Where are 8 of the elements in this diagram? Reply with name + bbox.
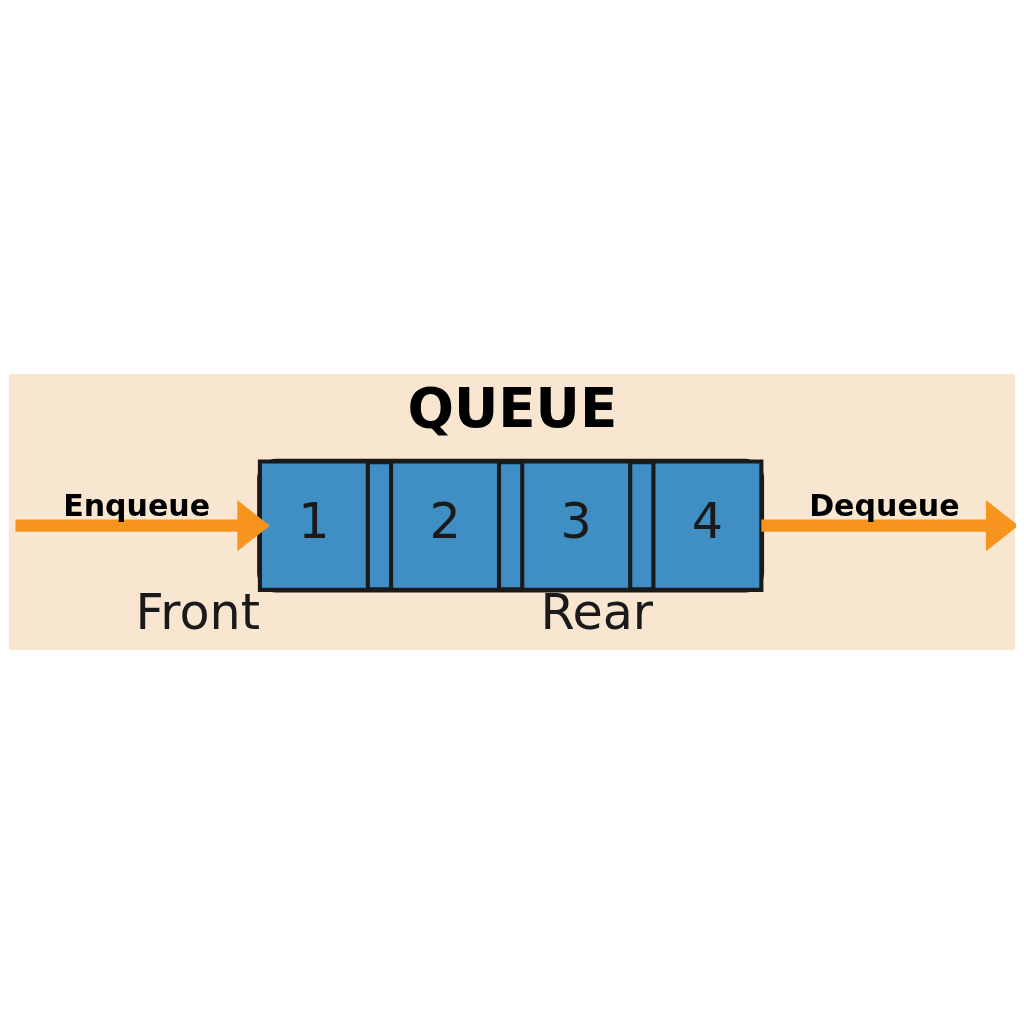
node-box: 1 bbox=[257, 459, 370, 592]
node-label: Front bbox=[135, 583, 260, 642]
diagram-title: QUEUE bbox=[407, 376, 618, 441]
arrow bbox=[761, 500, 1016, 552]
node-box: 4 bbox=[651, 459, 764, 592]
edge-label: Enqueue bbox=[63, 487, 211, 523]
edge-label: Dequeue bbox=[809, 487, 960, 523]
arrow bbox=[15, 500, 270, 552]
